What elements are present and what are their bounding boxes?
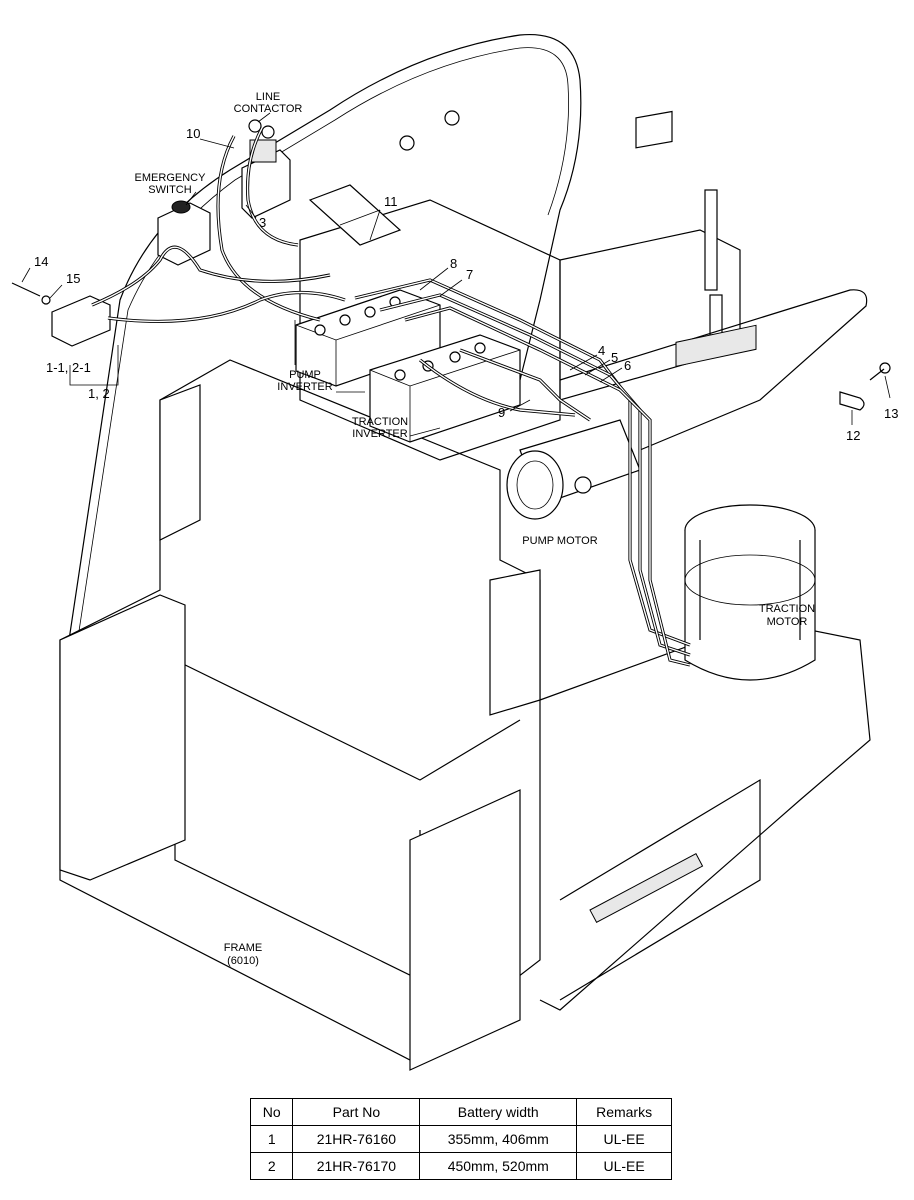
table-row: 1 21HR-76160 355mm, 406mm UL-EE [249, 1125, 672, 1153]
cell-no: 2 [249, 1152, 294, 1180]
callout-11: 11 [384, 194, 398, 209]
line-contactor [241, 119, 291, 219]
traction-inverter-label-2: INVERTER [352, 428, 407, 440]
pump-inverter-label-1: PUMP [289, 369, 321, 381]
chassis-slot [589, 852, 704, 924]
callout-12: 12 [846, 428, 860, 443]
callout-14: 14 [34, 254, 48, 269]
pump-motor [506, 419, 641, 520]
callout-8: 8 [450, 256, 457, 271]
wiring-assembly-drawing: LINE CONTACTOR EMERGENCY SWITCH PUMP INV… [11, 33, 898, 1071]
traction-motor-label-2: MOTOR [767, 616, 808, 628]
emergency-switch [157, 200, 211, 266]
cell-remarks: UL-EE [576, 1125, 672, 1153]
col-header-no: No [249, 1098, 294, 1126]
cell-part-no: 21HR-76170 [292, 1152, 421, 1180]
callout-13: 13 [884, 406, 898, 421]
callout-9: 9 [498, 405, 505, 420]
cell-remarks: UL-EE [576, 1152, 672, 1180]
panel-hole [399, 135, 415, 151]
callout-1-2: 1, 2 [88, 386, 110, 401]
pump-inverter-label-2: INVERTER [277, 381, 332, 393]
cable-bundle [91, 127, 691, 667]
emergency-switch-label-2: SWITCH [148, 184, 191, 196]
col-header-part-no: Part No [292, 1098, 421, 1126]
line-contactor-label-2: CONTACTOR [234, 103, 303, 115]
bracket-tab [709, 294, 723, 336]
line-contactor-label-1: LINE [256, 91, 280, 103]
callout-5: 5 [611, 350, 618, 365]
battery-connector [11, 282, 111, 347]
table-header-row: No Part No Battery width Remarks [249, 1098, 672, 1126]
traction-motor-label-1: TRACTION [759, 603, 815, 615]
callout-7: 7 [466, 267, 473, 282]
callout-15: 15 [66, 271, 80, 286]
mount-strip [308, 184, 402, 246]
bolt [869, 362, 891, 381]
table-row: 2 21HR-76170 450mm, 520mm UL-EE [249, 1152, 672, 1180]
frame-mid-upright [489, 569, 541, 716]
emergency-switch-label-1: EMERGENCY [135, 172, 207, 184]
frame-center-upright [409, 789, 521, 1071]
panel-hole [444, 110, 460, 126]
right-arm [559, 289, 868, 451]
frame-front-plate [174, 659, 521, 781]
col-header-battery-width: Battery width [419, 1098, 578, 1126]
frame-left-face [174, 680, 421, 981]
parts-table: No Part No Battery width Remarks 1 21HR-… [249, 1098, 672, 1180]
inverter-plate [299, 199, 561, 461]
traction-motor [675, 324, 816, 681]
cell-no: 1 [249, 1125, 294, 1153]
frame-label-2: (6010) [227, 955, 259, 967]
frame-label-1: FRAME [224, 942, 263, 954]
callout-4: 4 [598, 343, 605, 358]
callout-10: 10 [186, 126, 200, 141]
chassis-right [539, 619, 871, 1011]
col-header-remarks: Remarks [576, 1098, 672, 1126]
frame-left-upright [59, 594, 186, 881]
chassis-right-face [559, 778, 761, 1001]
cell-battery-width: 355mm, 406mm [419, 1125, 578, 1153]
bracket-plate [635, 110, 673, 149]
traction-inverter [369, 334, 521, 443]
cable-clamp [839, 391, 865, 411]
callout-6: 6 [624, 358, 631, 373]
pump-motor-label: PUMP MOTOR [522, 535, 597, 547]
cell-battery-width: 450mm, 520mm [419, 1152, 578, 1180]
callout-3: 3 [259, 215, 266, 230]
leader-lines [21, 112, 891, 437]
callout-1-1-2-1: 1-1, 2-1 [46, 360, 91, 375]
cell-part-no: 21HR-76160 [292, 1125, 421, 1153]
bracket-tab [704, 189, 718, 291]
traction-inverter-label-1: TRACTION [352, 416, 408, 428]
frame-rear-upright [159, 384, 201, 541]
